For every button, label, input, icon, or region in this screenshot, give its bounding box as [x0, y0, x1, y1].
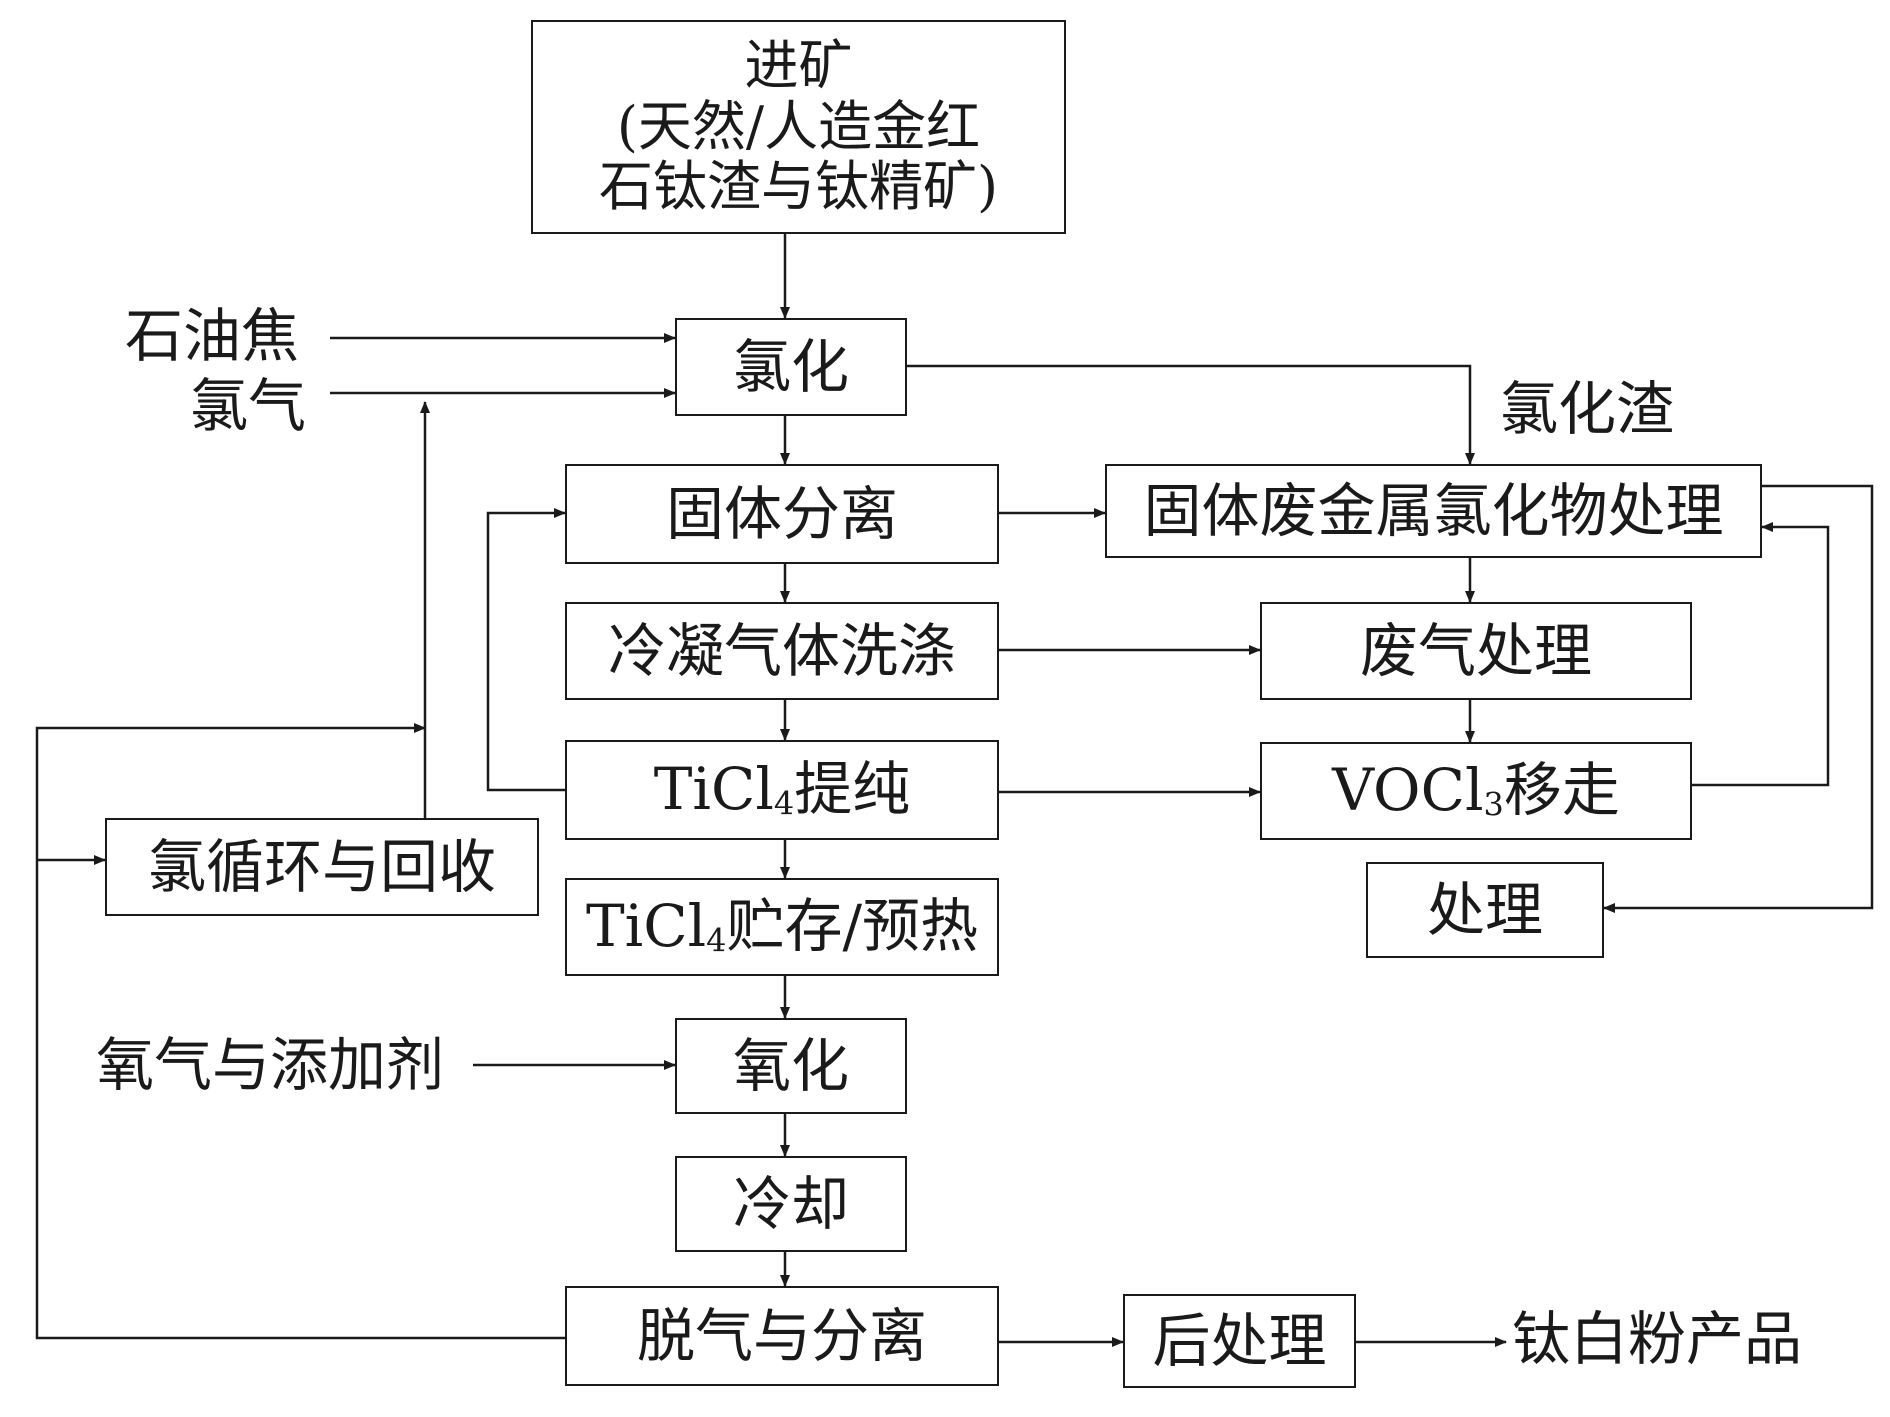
chlorine-recycle-box: 氯循环与回收 — [105, 818, 539, 916]
feed-box: 进矿 (天然/人造金红 石钛渣与钛精矿) — [531, 20, 1066, 234]
product-label: 钛白粉产品 — [1512, 1305, 1803, 1373]
solid-waste-label: 固体废金属氯化物处理 — [1143, 476, 1724, 545]
feed-line-3: 石钛渣与钛精矿) — [598, 155, 999, 219]
oxidation-box: 氧化 — [675, 1018, 907, 1114]
arrow-chlorination-to-waste — [905, 364, 1475, 465]
petroleum-coke-label: 石油焦 — [125, 302, 300, 370]
purify-label: TiCl4提纯 — [653, 754, 911, 823]
post-treatment-label: 后处理 — [1152, 1306, 1327, 1375]
storage-label: TiCl4贮存/预热 — [585, 891, 978, 960]
degas-separation-label: 脱气与分离 — [636, 1301, 927, 1370]
disposal-label: 处理 — [1426, 875, 1543, 944]
feed-line-1: 进矿 — [744, 34, 853, 98]
disposal-box: 处理 — [1366, 862, 1604, 958]
oxygen-additives-label: 氧气与添加剂 — [96, 1031, 445, 1099]
condense-wash-box: 冷凝气体洗涤 — [565, 602, 999, 700]
cooling-label: 冷却 — [732, 1169, 849, 1238]
voc-removal-label: VOCl3移走 — [1332, 755, 1620, 824]
storage-box: TiCl4贮存/预热 — [565, 878, 999, 976]
post-treatment-box: 后处理 — [1123, 1294, 1356, 1388]
arrow-purify-recycle — [486, 508, 566, 792]
arrow-degas-to-recycle — [35, 723, 565, 1340]
voc-removal-box: VOCl3移走 — [1260, 742, 1692, 840]
condense-wash-label: 冷凝气体洗涤 — [607, 616, 956, 685]
solid-waste-box: 固体废金属氯化物处理 — [1105, 464, 1762, 558]
solid-separation-box: 固体分离 — [565, 464, 999, 564]
arrow-waste-to-disposal — [1603, 484, 1874, 913]
waste-gas-box: 废气处理 — [1260, 602, 1692, 700]
oxidation-label: 氧化 — [732, 1031, 849, 1100]
chlorine-gas-label: 氯气 — [190, 372, 307, 440]
chlorination-residue-label: 氯化渣 — [1500, 375, 1675, 443]
feed-line-2: (天然/人造金红 — [616, 94, 981, 158]
chlorination-label: 氯化 — [732, 332, 849, 401]
purify-box: TiCl4提纯 — [565, 740, 999, 840]
chlorination-box: 氯化 — [675, 318, 907, 416]
waste-gas-label: 废气处理 — [1359, 616, 1592, 685]
cooling-box: 冷却 — [675, 1156, 907, 1252]
solid-separation-label: 固体分离 — [665, 479, 898, 548]
degas-separation-box: 脱气与分离 — [565, 1286, 999, 1386]
arrow-voc-to-waste — [1692, 522, 1830, 787]
chlorine-recycle-label: 氯循环与回收 — [147, 832, 496, 901]
